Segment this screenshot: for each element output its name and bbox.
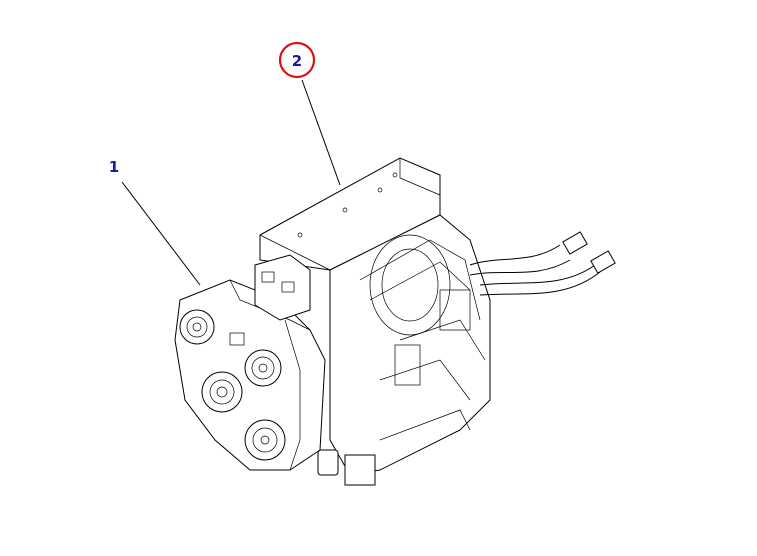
leader-line-1 xyxy=(121,181,201,286)
transmission-assembly-drawing xyxy=(174,157,616,486)
callout-highlight-ring xyxy=(278,41,316,79)
callout-label-1: 1 xyxy=(109,158,119,176)
leader-line-2 xyxy=(301,79,341,186)
callout-label-2: 2 xyxy=(292,52,302,70)
